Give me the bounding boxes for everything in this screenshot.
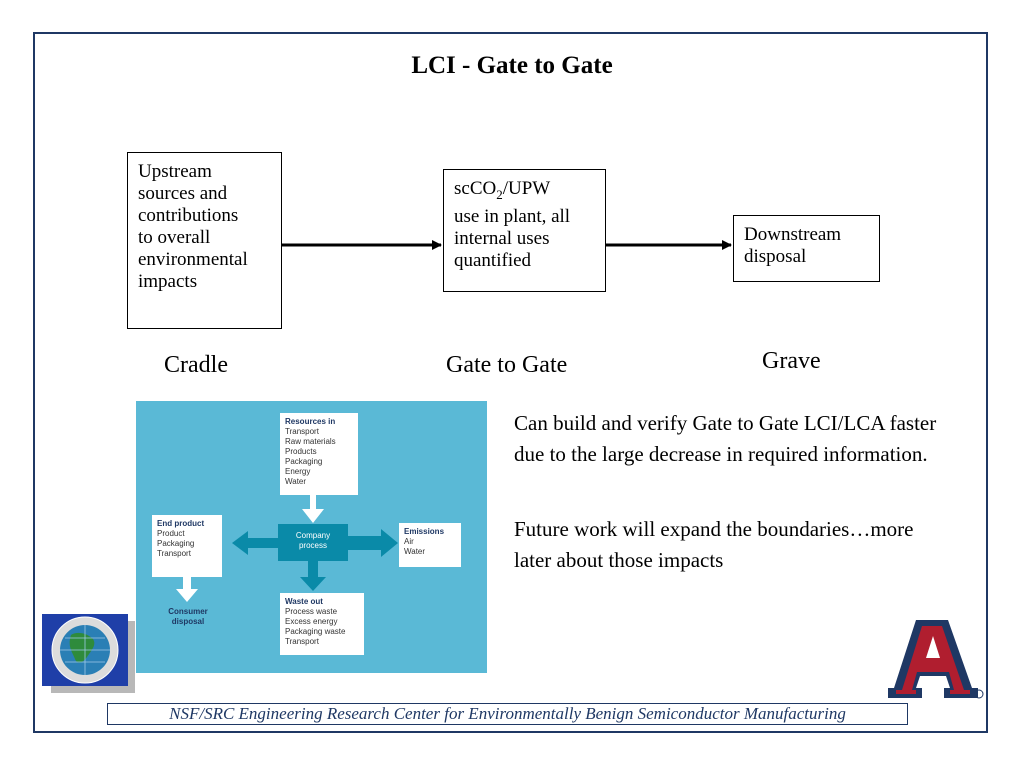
consumer-disposal-label: Consumer disposal bbox=[159, 607, 217, 627]
emissions-item: Air bbox=[404, 537, 414, 546]
downstream-line: Downstream bbox=[744, 224, 842, 245]
resources-in-title: Resources in bbox=[285, 417, 336, 426]
upstream-line: Upstream bbox=[138, 161, 212, 182]
process-label-line: Company bbox=[295, 531, 331, 540]
upstream-line: environmental bbox=[138, 249, 248, 270]
footer-banner: NSF/SRC Engineering Research Center for … bbox=[107, 703, 908, 725]
waste-out-card: Waste out Process waste Excess energy Pa… bbox=[280, 593, 364, 655]
end-product-title: End product bbox=[157, 519, 205, 528]
company-process-figure: Resources in Transport Raw materials Pro… bbox=[136, 401, 487, 673]
stage-gate-to-gate: Gate to Gate bbox=[446, 352, 568, 378]
erc-consortium-logo bbox=[42, 614, 135, 693]
waste-item: Excess energy bbox=[285, 617, 338, 626]
waste-out-title: Waste out bbox=[285, 597, 323, 606]
end-product-item: Packaging bbox=[157, 539, 195, 548]
process-label-line: process bbox=[298, 541, 327, 550]
university-a-logo bbox=[888, 620, 984, 699]
resource-item: Water bbox=[285, 477, 307, 486]
resource-item: Products bbox=[285, 447, 317, 456]
upstream-line: sources and bbox=[138, 183, 228, 204]
plant-line: quantified bbox=[454, 249, 532, 271]
resource-item: Packaging bbox=[285, 457, 323, 466]
plant-box: scCO2/UPW use in plant, all internal use… bbox=[443, 169, 606, 292]
slide-frame bbox=[33, 32, 988, 733]
upstream-box: Upstream sources and contributions to ov… bbox=[127, 152, 282, 329]
upstream-line: contributions bbox=[138, 205, 239, 226]
resources-in-card: Resources in Transport Raw materials Pro… bbox=[280, 413, 358, 495]
arrow-waste-down bbox=[300, 561, 326, 591]
stage-grave: Grave bbox=[762, 348, 821, 374]
plant-line-1-sub: 2 bbox=[496, 186, 503, 202]
emissions-item: Water bbox=[404, 547, 426, 556]
waste-item: Transport bbox=[285, 637, 319, 646]
resource-item: Transport bbox=[285, 427, 319, 436]
downstream-line: disposal bbox=[744, 246, 807, 267]
end-product-item: Transport bbox=[157, 549, 191, 558]
emissions-card: Emissions Air Water bbox=[399, 523, 461, 567]
process-arrows bbox=[176, 495, 398, 602]
arrow-left bbox=[232, 531, 278, 555]
stage-cradle: Cradle bbox=[164, 352, 228, 378]
plant-line-1: scCO2/UPW bbox=[454, 178, 595, 206]
end-product-card: End product Product Packaging Transport bbox=[152, 515, 222, 577]
body-paragraph-2: Future work will expand the boundaries…m… bbox=[514, 517, 914, 572]
consumer-line: disposal bbox=[171, 617, 205, 626]
waste-item: Packaging waste bbox=[285, 627, 346, 636]
upstream-line: to overall bbox=[138, 227, 211, 248]
upstream-line: impacts bbox=[138, 271, 198, 292]
plant-line-1-suffix: /UPW bbox=[502, 178, 551, 199]
emissions-title: Emissions bbox=[404, 527, 445, 536]
slide-title: LCI - Gate to Gate bbox=[411, 52, 613, 79]
consumer-line: Consumer bbox=[168, 607, 208, 616]
resource-item: Energy bbox=[285, 467, 311, 476]
arrow-resources-down bbox=[302, 495, 324, 523]
arrow-right bbox=[348, 529, 398, 557]
plant-line: use in plant, all bbox=[454, 205, 571, 227]
end-product-item: Product bbox=[157, 529, 185, 538]
company-process-box: Company process bbox=[278, 524, 348, 561]
body-paragraph-1: Can build and verify Gate to Gate LCI/LC… bbox=[514, 411, 937, 466]
downstream-box: Downstream disposal bbox=[733, 215, 880, 282]
resource-item: Raw materials bbox=[285, 437, 336, 446]
arrow-consumer-down bbox=[176, 577, 198, 602]
waste-item: Process waste bbox=[285, 607, 338, 616]
plant-line: internal uses bbox=[454, 227, 550, 249]
plant-line-1-prefix: scCO bbox=[454, 178, 497, 199]
